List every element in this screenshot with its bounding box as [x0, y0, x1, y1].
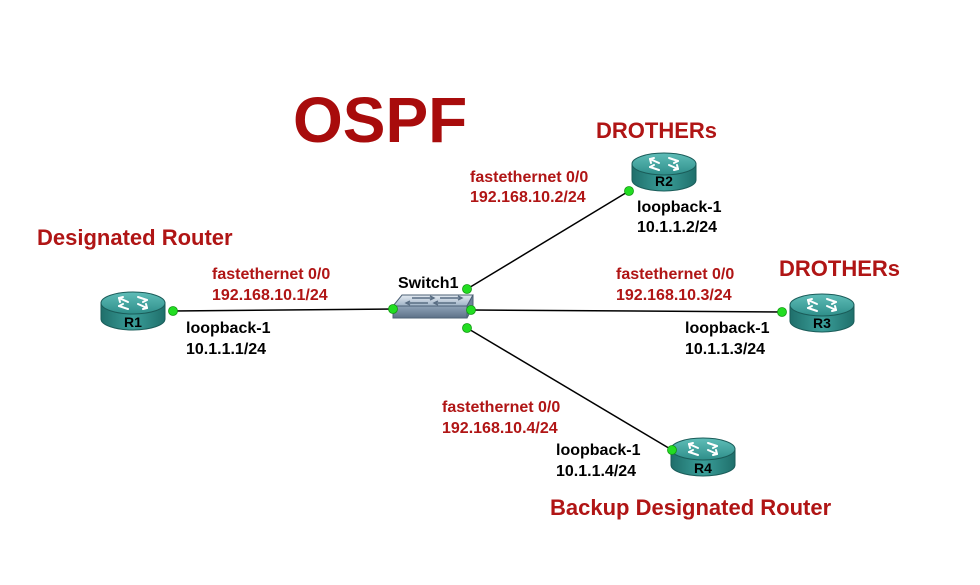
router-r2-loopback-ip: 10.1.1.2/24	[637, 219, 718, 236]
router-r4-interface: fastethernet 0/0	[442, 399, 561, 416]
link-switch-r4	[466, 327, 673, 451]
router-r2-icon[interactable]: R2	[631, 152, 697, 192]
router-r1-role: Designated Router	[37, 225, 233, 250]
router-r4-icon[interactable]: R4	[670, 437, 736, 477]
port-dot-r2	[624, 186, 634, 196]
router-r1-loopback: loopback-1	[186, 320, 271, 337]
port-dot-switch-r4	[462, 323, 472, 333]
link-r1-switch	[172, 308, 394, 312]
router-r3-icon[interactable]: R3	[789, 293, 855, 333]
router-r4-name: R4	[694, 460, 712, 476]
router-r4-loopback: loopback-1	[556, 442, 641, 459]
link-switch-r2	[466, 190, 630, 290]
port-dot-switch-r3	[466, 305, 476, 315]
port-dot-r1	[168, 306, 178, 316]
link-switch-r3	[470, 309, 783, 313]
router-r3-name: R3	[813, 315, 831, 331]
router-r4-loopback-ip: 10.1.1.4/24	[556, 463, 637, 480]
router-r3-ip: 192.168.10.3/24	[616, 287, 732, 304]
diagram-title: OSPF	[293, 84, 468, 156]
router-r1-loopback-ip: 10.1.1.1/24	[186, 341, 267, 358]
router-r2-interface: fastethernet 0/0	[470, 169, 589, 186]
router-r2-loopback: loopback-1	[637, 199, 722, 216]
port-dot-r4	[667, 445, 677, 455]
port-dot-switch-r1	[388, 304, 398, 314]
router-r4-ip: 192.168.10.4/24	[442, 420, 558, 437]
router-r3-loopback: loopback-1	[685, 320, 770, 337]
port-dot-r3	[777, 307, 787, 317]
router-r1-icon[interactable]: R1	[100, 291, 166, 331]
router-r4-role: Backup Designated Router	[550, 495, 832, 520]
port-dot-switch-r2	[462, 284, 472, 294]
router-r1-name: R1	[124, 314, 142, 330]
router-r2-ip: 192.168.10.2/24	[470, 189, 586, 206]
router-r3-interface: fastethernet 0/0	[616, 266, 735, 283]
switch-icon[interactable]	[391, 294, 474, 319]
router-r3-role: DROTHERs	[779, 256, 901, 281]
router-r2-name: R2	[655, 173, 673, 189]
router-r2-role: DROTHERs	[596, 118, 718, 143]
router-r1-ip: 192.168.10.1/24	[212, 287, 328, 304]
router-r3-loopback-ip: 10.1.1.3/24	[685, 341, 766, 358]
switch-name: Switch1	[398, 275, 459, 292]
router-r1-interface: fastethernet 0/0	[212, 266, 331, 283]
